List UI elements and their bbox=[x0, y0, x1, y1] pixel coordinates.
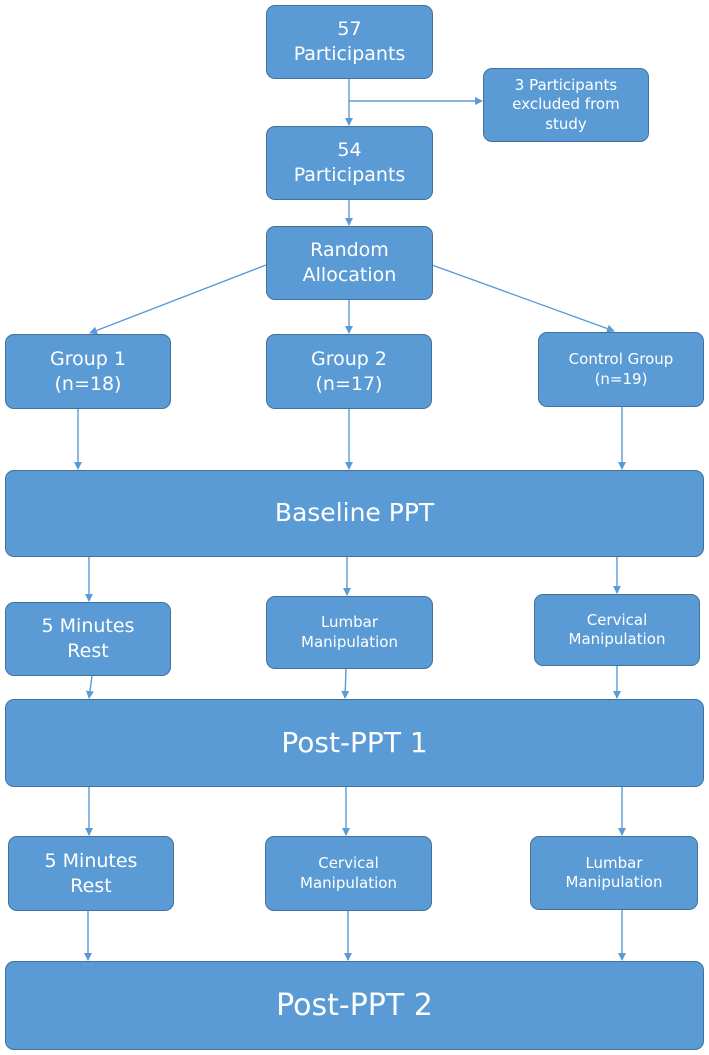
group1-rest-1-box: 5 Minutes Rest bbox=[5, 602, 171, 676]
control-cervical-manipulation-1-box: Cervical Manipulation bbox=[534, 594, 700, 666]
group-2-box: Group 2 (n=17) bbox=[266, 334, 432, 409]
post-ppt-1-label: Post-PPT 1 bbox=[281, 725, 428, 759]
random-allocation-label: Random Allocation bbox=[302, 239, 397, 286]
arrow-random-to-control bbox=[431, 264, 615, 333]
group1-rest-2-label: 5 Minutes Rest bbox=[44, 849, 138, 897]
group-2-label: Group 2 (n=17) bbox=[311, 347, 387, 395]
baseline-ppt-box: Baseline PPT bbox=[5, 470, 704, 557]
participants-54-box: 54 Participants bbox=[266, 126, 433, 200]
group-1-label: Group 1 (n=18) bbox=[50, 347, 126, 395]
arrow-lumbar1-to-post1 bbox=[341, 668, 350, 699]
baseline-ppt-label: Baseline PPT bbox=[274, 498, 435, 528]
post-ppt-2-box: Post-PPT 2 bbox=[5, 961, 704, 1050]
participants-54-label: 54 Participants bbox=[293, 139, 406, 186]
excluded-label: 3 Participants excluded from study bbox=[512, 75, 620, 133]
group2-cervical-manipulation-2-label: Cervical Manipulation bbox=[300, 854, 397, 892]
excluded-box: 3 Participants excluded from study bbox=[483, 68, 649, 142]
control-cervical-manipulation-1-label: Cervical Manipulation bbox=[568, 610, 666, 649]
group1-rest-1-label: 5 Minutes Rest bbox=[41, 615, 135, 662]
participants-57-box: 57 Participants bbox=[266, 5, 433, 79]
group2-lumbar-manipulation-1-label: Lumbar Manipulation bbox=[301, 613, 398, 651]
control-lumbar-manipulation-2-box: Lumbar Manipulation bbox=[530, 836, 698, 910]
participants-57-label: 57 Participants bbox=[293, 18, 406, 65]
control-group-box: Control Group (n=19) bbox=[538, 332, 704, 407]
group1-rest-2-box: 5 Minutes Rest bbox=[8, 836, 174, 911]
random-allocation-box: Random Allocation bbox=[266, 226, 433, 300]
post-ppt-1-box: Post-PPT 1 bbox=[5, 699, 704, 787]
control-group-label: Control Group (n=19) bbox=[568, 350, 674, 388]
control-lumbar-manipulation-2-label: Lumbar Manipulation bbox=[565, 853, 663, 892]
post-ppt-2-label: Post-PPT 2 bbox=[276, 988, 433, 1023]
group2-cervical-manipulation-2-box: Cervical Manipulation bbox=[265, 836, 432, 911]
arrow-rest1-to-post1 bbox=[85, 675, 94, 699]
group-1-box: Group 1 (n=18) bbox=[5, 334, 171, 409]
arrow-random-to-group1 bbox=[89, 264, 267, 335]
group2-lumbar-manipulation-1-box: Lumbar Manipulation bbox=[266, 596, 433, 669]
